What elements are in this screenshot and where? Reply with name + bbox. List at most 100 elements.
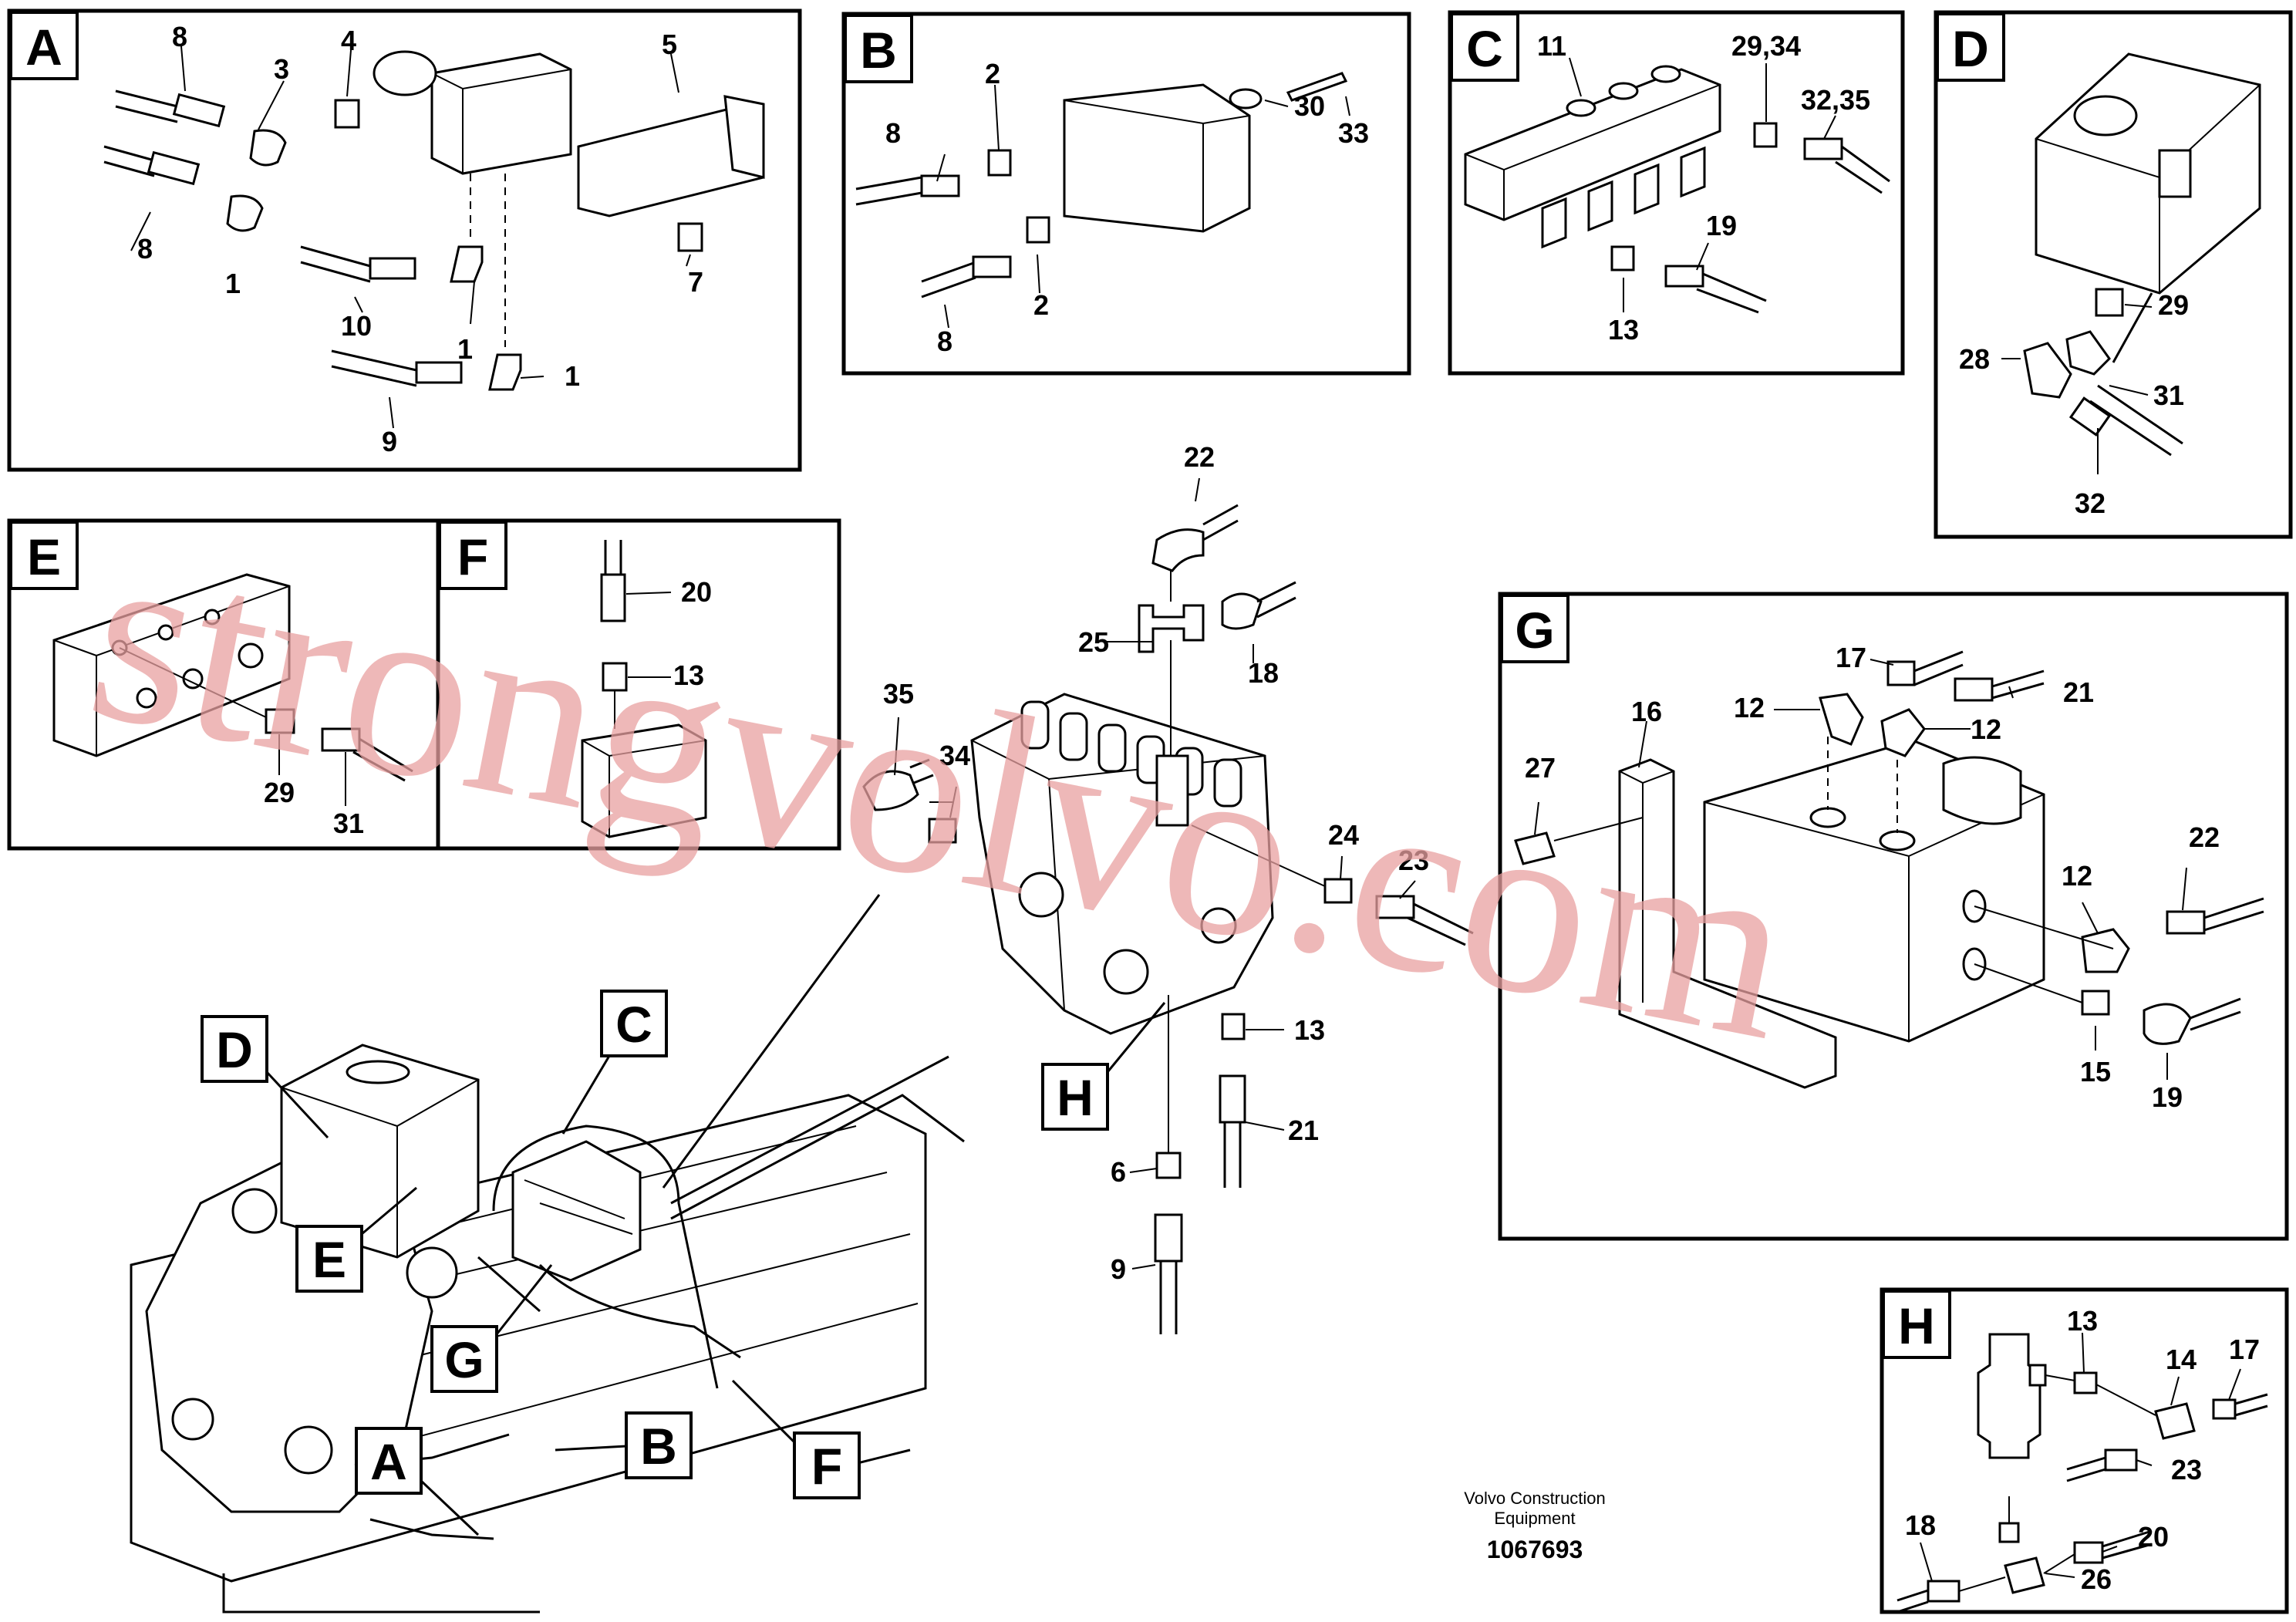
valve-block [430,52,572,175]
callout-35: 35 [883,678,914,710]
tag-c-box [600,990,668,1057]
hose [2190,997,2241,1031]
callout-31: 31 [2153,379,2184,411]
panel-h-letter-box [1882,1290,1951,1359]
hose-fitting [2068,396,2112,437]
callout-1: 1 [225,268,241,299]
tag-g-pointer [495,1264,553,1335]
hose [604,540,622,575]
hose-fitting [369,257,416,280]
callout-18: 18 [1248,657,1279,689]
callout-29: 29 [2158,289,2189,321]
valve-port [1103,949,1149,995]
hose [331,349,417,387]
tag-a-pointer [420,1479,480,1536]
callout-34: 34 [939,740,970,771]
control-valve-installed [511,1140,642,1282]
adapter-fitting [1998,1522,2020,1543]
assembly-line [1553,817,1644,841]
callout-13: 13 [1608,314,1639,346]
hose-fitting [1221,592,1263,630]
elbow-fitting [1819,693,1864,746]
pressure-sensor [1977,1333,2041,1459]
tank-edge [281,1079,479,1257]
hose-fitting [1803,137,1843,160]
hose-fitting [172,93,226,128]
watermark-text: strongvolvo.com [72,490,1812,1094]
adapter-fitting [987,149,1012,177]
hose-fitting [920,174,960,197]
callout-23: 23 [2171,1454,2202,1485]
callout-2: 2 [985,58,1000,89]
bracket-flange [723,95,765,179]
panel-a-letter-box [9,11,79,80]
bolt [677,222,703,252]
pin-boss [171,1398,214,1441]
plate-hole [238,642,264,669]
panel-b-frame [841,12,1411,376]
callout-2: 2 [1033,289,1049,321]
pressure-sensor [1155,754,1189,827]
tag-a-box [355,1427,423,1495]
adapter-fitting [1026,216,1050,244]
manifold-block [1063,83,1251,233]
adapter-fitting [2081,990,2110,1016]
elbow-fitting [2081,928,2130,973]
panel-h-letter: H [1898,1297,1935,1354]
credit-line-1: Volvo Construction [1464,1489,1605,1508]
leader-lines [625,592,672,678]
elbow-fitting [862,770,919,811]
hose-fitting [321,727,361,752]
assembly-line [1974,905,2114,1003]
hose [1896,1589,1929,1614]
hose-fitting [1927,1580,1961,1603]
callout-21: 21 [2063,676,2094,708]
hose [1407,902,1474,946]
port-plug [1566,99,1596,117]
callout-8: 8 [172,21,187,52]
leader-lines [130,46,691,429]
adapter-fitting [1753,122,1778,148]
panel-a: A 8 3 4 5 8 1 10 1 7 9 1 [7,8,802,472]
hose-run [492,1125,741,1389]
tag-b-pointer [555,1445,627,1452]
callout-29-34: 29,34 [1731,30,1801,62]
valve-block-edge [431,69,571,174]
tee-fitting [488,353,522,391]
elbow-fitting [2023,342,2072,399]
callout-13: 13 [1294,1014,1325,1046]
callout-14: 14 [2166,1344,2197,1375]
callout-5: 5 [662,29,677,60]
manifold-edge [1465,84,1721,220]
callout-17: 17 [2229,1334,2260,1365]
solenoid-body [1942,756,2022,825]
leader-lines [936,84,1350,329]
callout-1: 1 [565,360,580,392]
assembly-line [2095,1384,2156,1416]
angle-bracket [1618,758,1837,1089]
bolt [1286,72,1348,102]
sensor-port [2028,1364,2047,1387]
leader-lines [894,477,1416,1270]
spool-cap [1213,758,1242,808]
leader-lines [2001,304,2153,474]
panel-a-letter: A [25,19,62,76]
hose [352,737,413,782]
panel-d-letter-box [1936,12,2005,82]
panel-d-letter: D [1952,20,1989,77]
solenoid [373,50,437,96]
plate-hole [136,687,157,709]
hose [1913,650,1964,686]
callout-22: 22 [2189,821,2220,853]
elbow-fitting [226,194,264,232]
callout-31: 31 [333,808,364,839]
adapter-fitting [1610,245,1635,271]
hose-fitting [2166,910,2206,935]
callout-9: 9 [382,426,397,457]
main-control-valve: 22 25 18 35 34 24 23 13 21 6 9 H [862,441,1474,1334]
adapter-fitting [2073,1371,2098,1394]
panel-f-letter-box [438,521,507,590]
hose-fitting [147,150,201,186]
callout-32: 32 [2075,487,2106,519]
assembly-line [2112,292,2153,363]
